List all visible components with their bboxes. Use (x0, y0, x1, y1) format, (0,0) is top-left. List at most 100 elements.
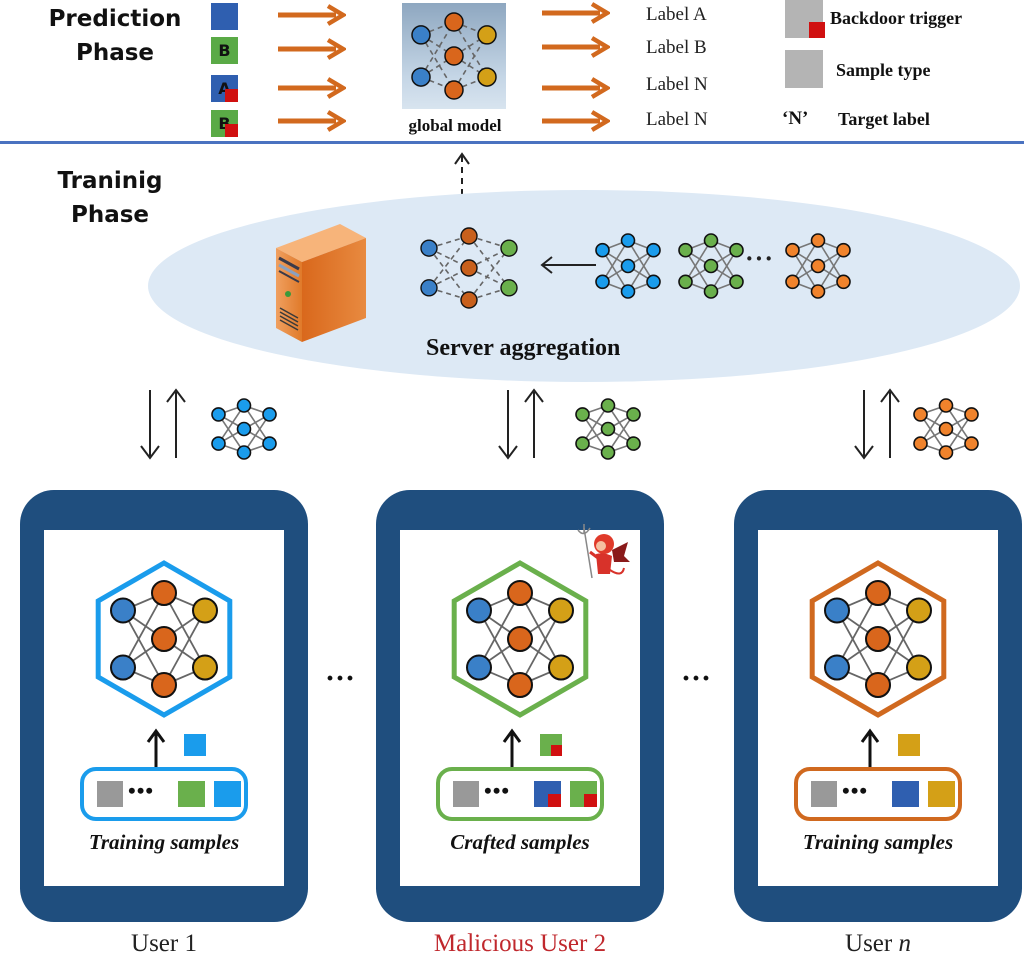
network-node (507, 672, 533, 698)
network-node (420, 239, 438, 257)
selected-sample (540, 734, 562, 756)
orange-arrow-icon (278, 77, 346, 99)
network-node (678, 274, 693, 290)
network-node (703, 258, 719, 274)
network-node (411, 25, 431, 45)
trigger-square-icon (551, 745, 562, 756)
trigger-square-icon (548, 794, 561, 807)
aggregated-model-icon (420, 227, 518, 309)
aggregate-arrow-icon (540, 256, 596, 274)
samples-caption: Training samples (88, 830, 240, 854)
global-model-network-icon (411, 12, 497, 100)
prediction-output-label: Label N (646, 109, 708, 130)
user-name-label: User n (734, 930, 1022, 958)
local-model-hexagon-icon (809, 560, 947, 718)
prediction-input-sample: A (211, 75, 238, 102)
network-node (600, 421, 616, 437)
legend-backdoor-trigger-swatch (785, 0, 825, 38)
network-node (466, 654, 492, 681)
network-node (620, 233, 636, 248)
network-node (507, 580, 533, 606)
network-node (262, 436, 277, 451)
orange-arrow-icon (542, 77, 610, 99)
network-node (262, 407, 277, 422)
trigger-square-icon (809, 22, 825, 38)
network-node (460, 291, 478, 309)
sample-square (178, 781, 205, 807)
download-upload-arrows-icon (854, 388, 900, 460)
network-node (192, 597, 218, 624)
device-screen: •••Training samples (758, 530, 998, 886)
sample-gray (811, 781, 837, 807)
orange-arrow-icon (542, 2, 610, 24)
orange-arrow-icon (278, 4, 346, 26)
network-node (865, 672, 891, 698)
legend-backdoor-trigger-label: Backdoor trigger (830, 8, 963, 28)
download-upload-arrows-icon (140, 388, 186, 460)
legend-target-symbol: ‘N’ (782, 108, 809, 129)
local-model-user1-icon (595, 233, 661, 299)
phase-divider (0, 141, 1024, 144)
network-node (595, 242, 610, 258)
network-node (575, 407, 590, 422)
network-node (785, 274, 800, 290)
prediction-output-label: Label B (646, 37, 707, 58)
device-screen: •••Training samples (44, 530, 284, 886)
local-model-update-icon (211, 398, 277, 460)
orange-arrow-icon (542, 36, 610, 58)
user-name-label: Malicious User 2 (433, 930, 607, 957)
network-node (703, 284, 719, 299)
network-node (500, 239, 518, 257)
download-upload-arrows-icon (498, 388, 544, 460)
prediction-title-line1: Prediction (48, 6, 182, 32)
network-node (411, 67, 431, 87)
network-node (865, 626, 891, 652)
network-node (620, 258, 636, 274)
network-node (964, 436, 979, 451)
network-node (236, 445, 252, 460)
network-node (236, 421, 252, 437)
prediction-input-sample (211, 3, 238, 30)
sample-square (928, 781, 955, 807)
prediction-phase-title: Prediction Phase (30, 2, 200, 70)
network-node (824, 597, 850, 624)
network-node (703, 233, 719, 248)
network-node (626, 436, 641, 451)
network-node (507, 626, 533, 652)
network-node (906, 597, 932, 624)
global-model-image (402, 3, 506, 109)
network-node (211, 436, 226, 451)
selected-sample (898, 734, 920, 756)
network-node (938, 445, 954, 460)
local-model-update-icon (913, 398, 979, 460)
network-node (913, 407, 928, 422)
sample-square (570, 781, 597, 807)
local-model-user2-icon (678, 233, 744, 299)
prediction-input-sample: B (211, 110, 238, 137)
global-model-label: global model (408, 116, 502, 135)
network-node (810, 233, 826, 248)
network-node (729, 242, 744, 258)
network-node (151, 580, 177, 606)
network-node (500, 279, 518, 297)
training-title-line2: Phase (70, 202, 150, 228)
selected-sample (184, 734, 206, 756)
local-model-hexagon-icon (451, 560, 589, 718)
prediction-output-label: Label A (646, 4, 707, 25)
network-node (110, 654, 136, 681)
network-node (151, 672, 177, 698)
user-name-text: User (845, 930, 899, 957)
network-node (646, 242, 661, 258)
user-name-index: n (898, 930, 911, 957)
server-aggregation-label: Server aggregation (426, 335, 621, 361)
network-node (678, 242, 693, 258)
prediction-input-sample: B (211, 37, 238, 64)
network-node (626, 407, 641, 422)
network-node (548, 597, 574, 624)
trigger-square-icon (584, 794, 597, 807)
network-node (477, 67, 497, 87)
trigger-square-icon (225, 89, 238, 102)
user-device: •••Training samples (20, 490, 308, 922)
network-node (938, 398, 954, 413)
trigger-square-icon (225, 124, 238, 137)
